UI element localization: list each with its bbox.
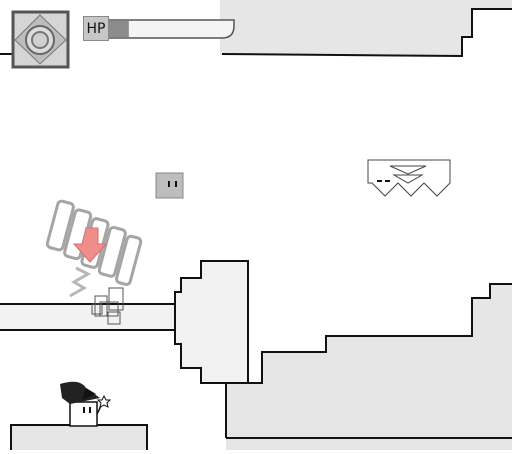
bottom-platform: [11, 425, 147, 450]
hp-bar-fill: [109, 21, 129, 37]
ability-frame[interactable]: [11, 10, 70, 69]
ceiling-fill: [220, 0, 512, 55]
dash-hint: [45, 199, 143, 298]
enemy-block[interactable]: [155, 172, 184, 199]
wand-star-icon: [96, 394, 112, 408]
hp-label: HP: [83, 16, 109, 41]
down-arrow-icon: [72, 227, 108, 263]
spike-sign: [367, 159, 451, 197]
right-terrain-outline: [225, 283, 512, 438]
dust-particles: [91, 287, 124, 325]
left-ledge: [0, 304, 175, 330]
central-pillar: [174, 260, 249, 384]
player-witch: [60, 381, 112, 427]
hp-bar: [107, 19, 235, 39]
diamond-ring-icon: [14, 14, 67, 65]
hud: HP: [0, 0, 512, 80]
right-terrain: [226, 284, 512, 450]
ceiling-outline: [221, 8, 512, 58]
